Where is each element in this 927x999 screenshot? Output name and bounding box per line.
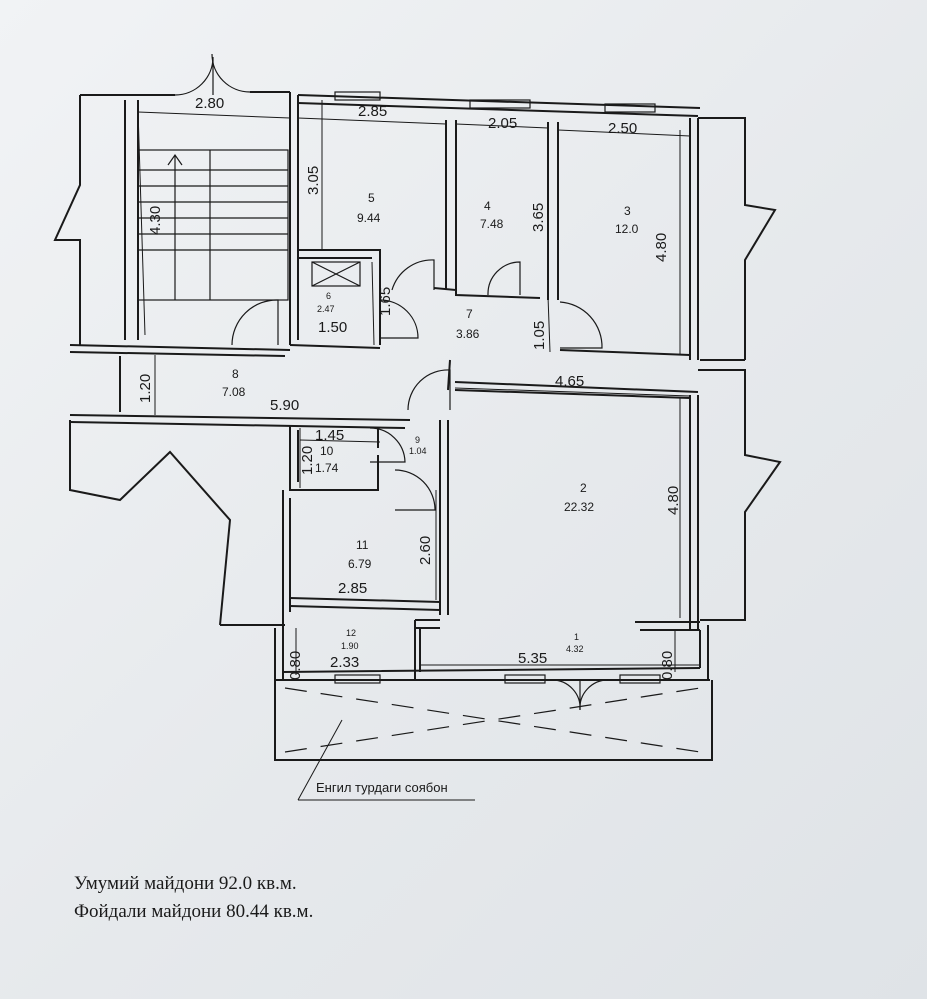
- dim-2-85: 2.85: [358, 103, 387, 120]
- dim-2-60: 2.60: [417, 536, 434, 565]
- room-10-number: 10: [320, 444, 334, 458]
- room-4-number: 4: [484, 199, 491, 213]
- room-2-number: 2: [580, 481, 587, 495]
- dim-2-80: 2.80: [195, 95, 224, 112]
- room-8-area: 7.08: [222, 385, 246, 399]
- room-4-area: 7.48: [480, 217, 504, 231]
- room-6-area: 2.47: [317, 304, 335, 314]
- walls: [53, 91, 782, 761]
- dim-3-05: 3.05: [305, 166, 322, 195]
- dim-1-65: 1.65: [377, 287, 394, 316]
- dim-4-65: 4.65: [555, 373, 584, 390]
- dim-1-20-wc: 1.20: [299, 446, 316, 475]
- dimension-labels: 2.80 2.85 2.05 2.50 4.30 3.05 3.65 4.80 …: [137, 95, 682, 680]
- room-1-number: 1: [574, 632, 579, 642]
- dim-3-65: 3.65: [530, 203, 547, 232]
- dim-2-85-low: 2.85: [338, 580, 367, 597]
- room-5-number: 5: [368, 191, 375, 205]
- room-1-area: 4.32: [566, 644, 584, 654]
- staircase: [137, 149, 289, 301]
- dim-4-80-top: 4.80: [653, 233, 670, 262]
- room-11-number: 11: [356, 538, 369, 552]
- room-3-area: 12.0: [615, 222, 639, 236]
- room-2-area: 22.32: [564, 500, 594, 514]
- dim-2-05: 2.05: [488, 115, 517, 132]
- dim-0-80-right: 0.80: [659, 651, 676, 680]
- dim-1-50: 1.50: [318, 319, 347, 336]
- dim-4-30: 4.30: [147, 206, 164, 235]
- dim-1-45: 1.45: [315, 427, 344, 444]
- room-3-number: 3: [624, 204, 631, 218]
- room-labels: 5 9.44 4 7.48 3 12.0 6 2.47 7 3.86 8 7.0…: [222, 191, 639, 654]
- dim-5-35: 5.35: [518, 650, 547, 667]
- dim-0-80-left: 0.80: [287, 651, 304, 680]
- dim-1-20-left: 1.20: [137, 374, 154, 403]
- useful-area: Фойдали майдони 80.44 кв.м.: [74, 901, 314, 922]
- room-5-area: 9.44: [357, 211, 381, 225]
- terrace-callout: Енгил турдаги соябон: [297, 719, 475, 801]
- total-area: Умумий майдони 92.0 кв.м.: [74, 873, 297, 894]
- room-9-number: 9: [415, 435, 420, 445]
- dim-2-50: 2.50: [608, 120, 637, 137]
- room-12-area: 1.90: [341, 641, 359, 651]
- terrace-label: Енгил турдаги соябон: [316, 780, 448, 795]
- dim-4-80-low: 4.80: [665, 486, 682, 515]
- dim-2-33: 2.33: [330, 654, 359, 671]
- dim-5-90: 5.90: [270, 397, 299, 414]
- room-8-number: 8: [232, 367, 239, 381]
- area-summary: Умумий майдони 92.0 кв.м. Фойдали майдон…: [74, 870, 313, 926]
- room-6-number: 6: [326, 291, 331, 301]
- room-9-area: 1.04: [409, 446, 427, 456]
- doors: [174, 53, 609, 711]
- room-12-number: 12: [346, 628, 356, 638]
- dim-1-05: 1.05: [531, 321, 548, 350]
- room-7-number: 7: [466, 307, 473, 321]
- room-11-area: 6.79: [348, 557, 372, 571]
- terrace: [274, 680, 713, 761]
- room-10-area: 1.74: [315, 461, 339, 475]
- dimension-lines: [137, 100, 700, 675]
- room-7-area: 3.86: [456, 327, 480, 341]
